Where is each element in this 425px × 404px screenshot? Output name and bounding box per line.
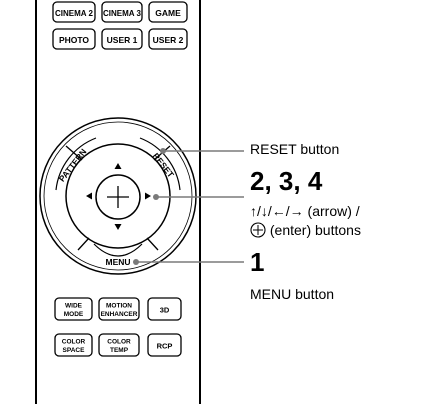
menu-callout-label: MENU button [250,286,335,302]
svg-text:COLOR: COLOR [62,339,86,346]
reset-callout-line [160,148,244,154]
color-space-button[interactable]: COLOR SPACE [54,333,93,357]
3d-button[interactable]: 3D [147,297,182,321]
enter-icon [250,222,266,238]
menu-button[interactable]: MENU [93,243,143,267]
svg-text:MENU: MENU [105,257,130,267]
arrow-left-icon: ← [271,203,286,219]
svg-text:CINEMA 2: CINEMA 2 [55,9,93,18]
motion-enhancer-button[interactable]: MOTION ENHANCER [98,297,140,321]
arrows-callout-line1: ↑/↓/←/→ (arrow) / [250,203,360,219]
svg-text:MODE: MODE [64,311,84,318]
svg-text:GAME: GAME [155,8,181,18]
enter-cross-icon [107,186,129,208]
arrows-callout-text: (arrow) / [303,203,360,219]
svg-text:USER 2: USER 2 [153,35,184,45]
photo-button[interactable]: PHOTO [52,28,96,50]
wide-mode-button[interactable]: WIDE MODE [54,297,93,321]
svg-text:CINEMA 3: CINEMA 3 [103,9,141,18]
user1-button[interactable]: USER 1 [101,28,143,50]
svg-text:TEMP: TEMP [110,347,129,354]
svg-text:COLOR: COLOR [107,339,131,346]
user2-button[interactable]: USER 2 [148,28,188,50]
svg-text:3D: 3D [160,306,170,315]
reset-callout-label: RESET button [250,141,340,157]
enter-callout-text: (enter) buttons [266,222,361,238]
rcp-button[interactable]: RCP [147,333,182,357]
svg-text:ENHANCER: ENHANCER [101,311,138,318]
color-temp-button[interactable]: COLOR TEMP [98,333,140,357]
arrow-down-icon: ↓ [260,203,268,219]
arrow-right-icon[interactable] [145,192,151,200]
svg-text:MOTION: MOTION [106,303,132,310]
svg-text:SPACE: SPACE [63,347,86,354]
menu-callout-line [133,259,244,265]
arrows-callout-line2: (enter) buttons [250,222,361,238]
menu-step-number: 1 [250,247,265,277]
arrow-up-icon: ↑ [250,203,257,219]
svg-text:WIDE: WIDE [65,303,83,310]
cinema3-button[interactable]: CINEMA 3 [101,1,143,23]
svg-text:USER 1: USER 1 [107,35,138,45]
svg-text:RCP: RCP [157,342,173,351]
arrow-up-icon[interactable] [114,163,122,169]
arrows-step-number: 2, 3, 4 [250,166,323,196]
cinema2-button[interactable]: CINEMA 2 [52,1,96,23]
arrow-right-icon: → [289,203,304,219]
arrow-down-icon[interactable] [114,224,122,230]
game-button[interactable]: GAME [148,1,188,23]
arrows-callout-line [153,194,244,200]
svg-text:PHOTO: PHOTO [59,35,89,45]
arrow-left-icon[interactable] [86,192,92,200]
